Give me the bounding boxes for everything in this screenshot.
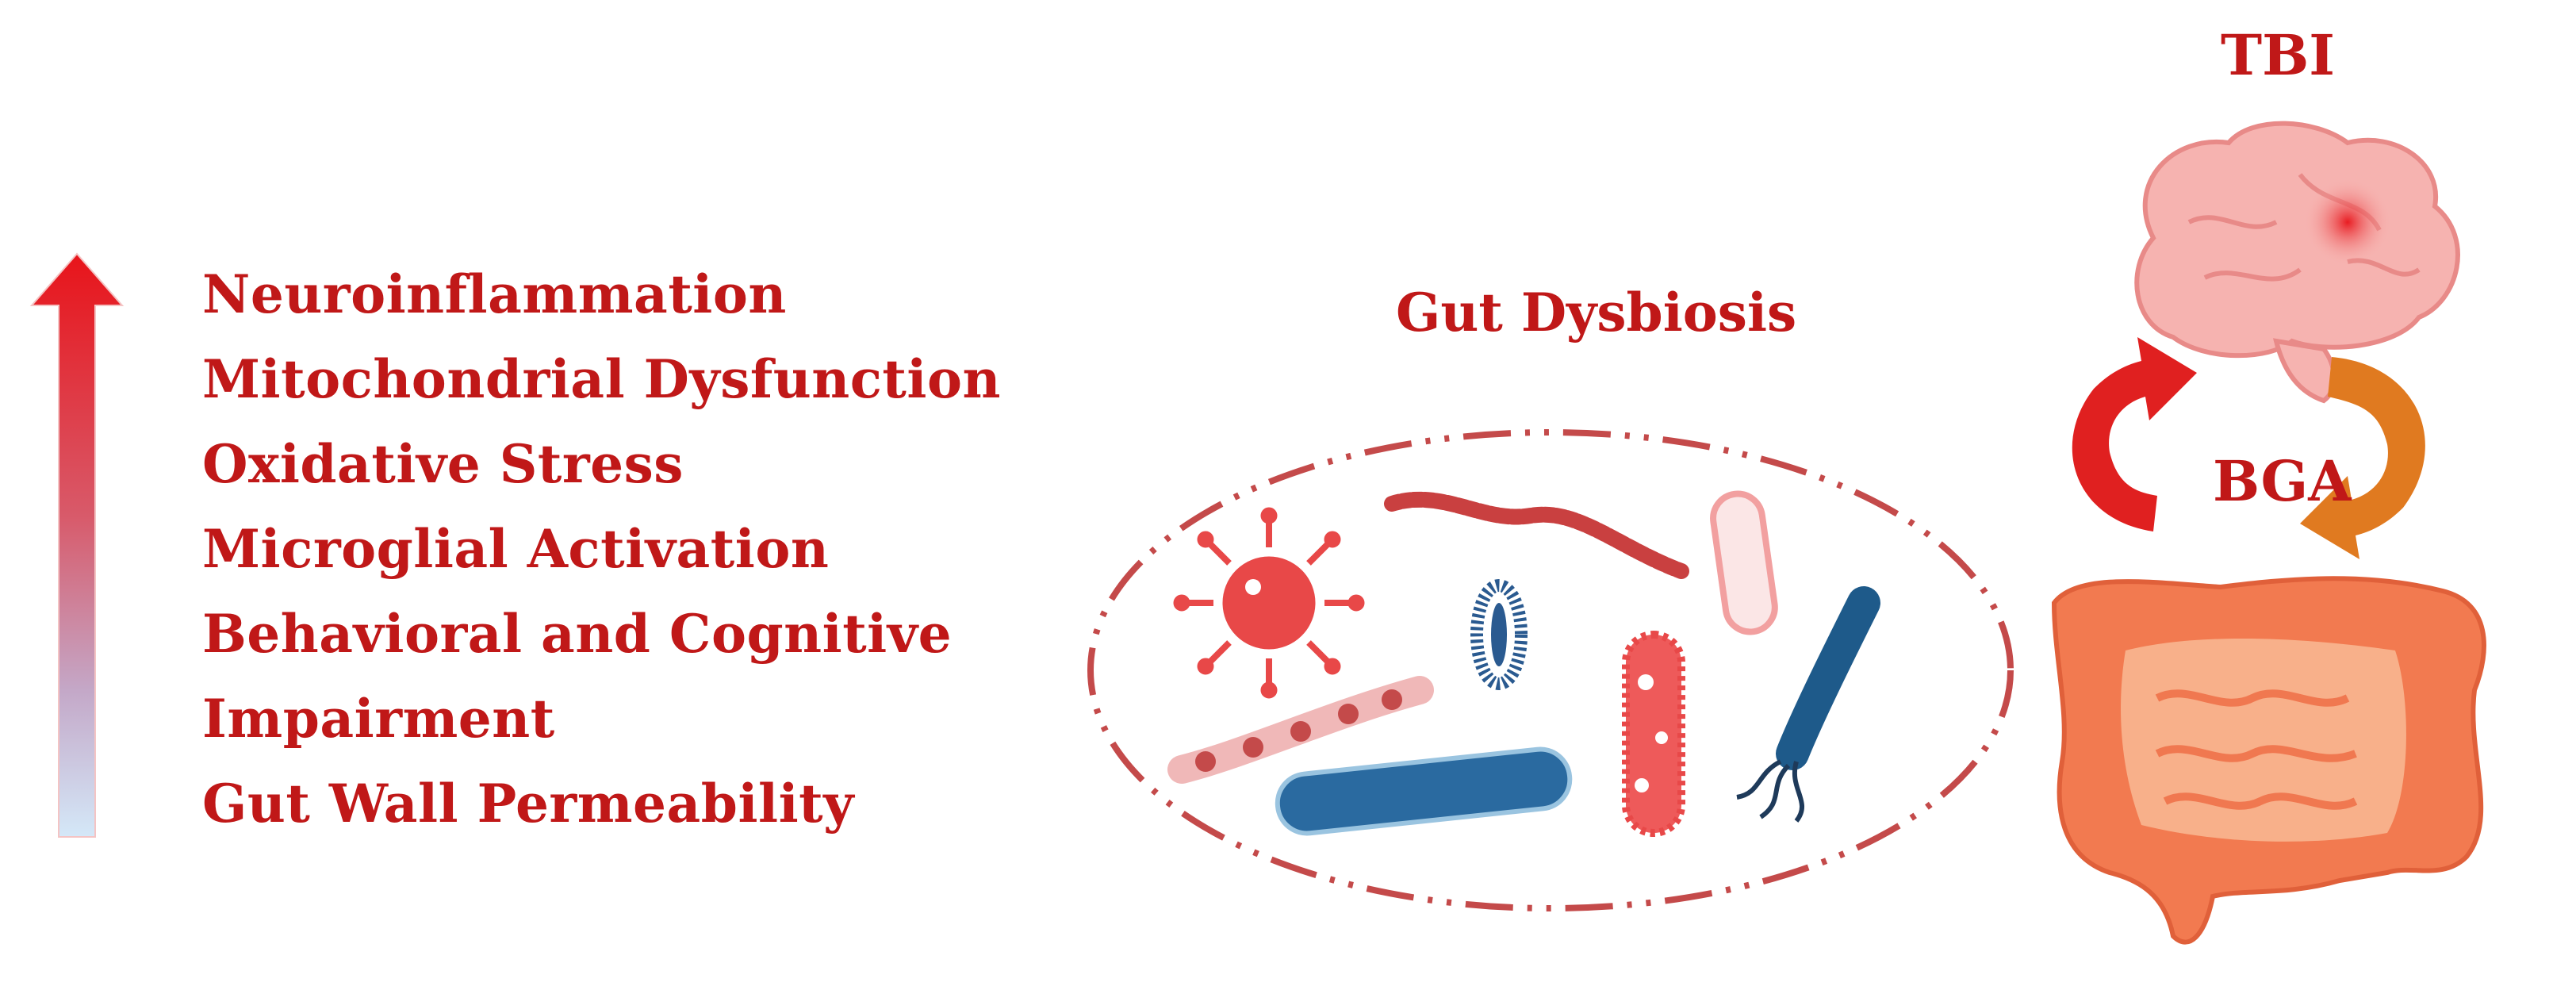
effect-oxidative-stress: Oxidative Stress [202,433,684,495]
effect-gut-wall-permeability: Gut Wall Permeability [202,773,854,835]
effect-microglial-activation: Microglial Activation [202,518,830,580]
effects-list: Neuroinflammation Mitochondrial Dysfunct… [202,252,1001,846]
cycle-arrow-down-icon [2300,357,2425,559]
effect-impairment: Impairment [202,688,555,750]
intestine-icon [2051,576,2486,945]
dysbiosis-ellipse [1087,429,2014,911]
effect-neuroinflammation: Neuroinflammation [202,263,787,325]
bga-label: BGA [2213,448,2352,514]
cycle-arrow-up-icon [2072,337,2197,531]
effect-mitochondrial-dysfunction: Mitochondrial Dysfunction [202,348,1001,410]
virus-icon [1173,507,1365,699]
gut-dysbiosis-title: Gut Dysbiosis [1396,282,1797,343]
spirochete-icon [1384,491,1689,579]
rod-bacterium-icon [1275,746,1573,836]
spiky-bacterium-icon [1622,631,1685,837]
brain-icon [2134,121,2460,404]
tbi-label: TBI [2221,22,2335,88]
cell-chain-icon [1167,676,1434,784]
ciliate-icon [1470,579,1528,690]
flagellated-bacterium-icon [1736,586,1880,823]
capsule-bacterium-icon [1710,490,1778,635]
effect-behavioral-cognitive: Behavioral and Cognitive [202,603,953,665]
